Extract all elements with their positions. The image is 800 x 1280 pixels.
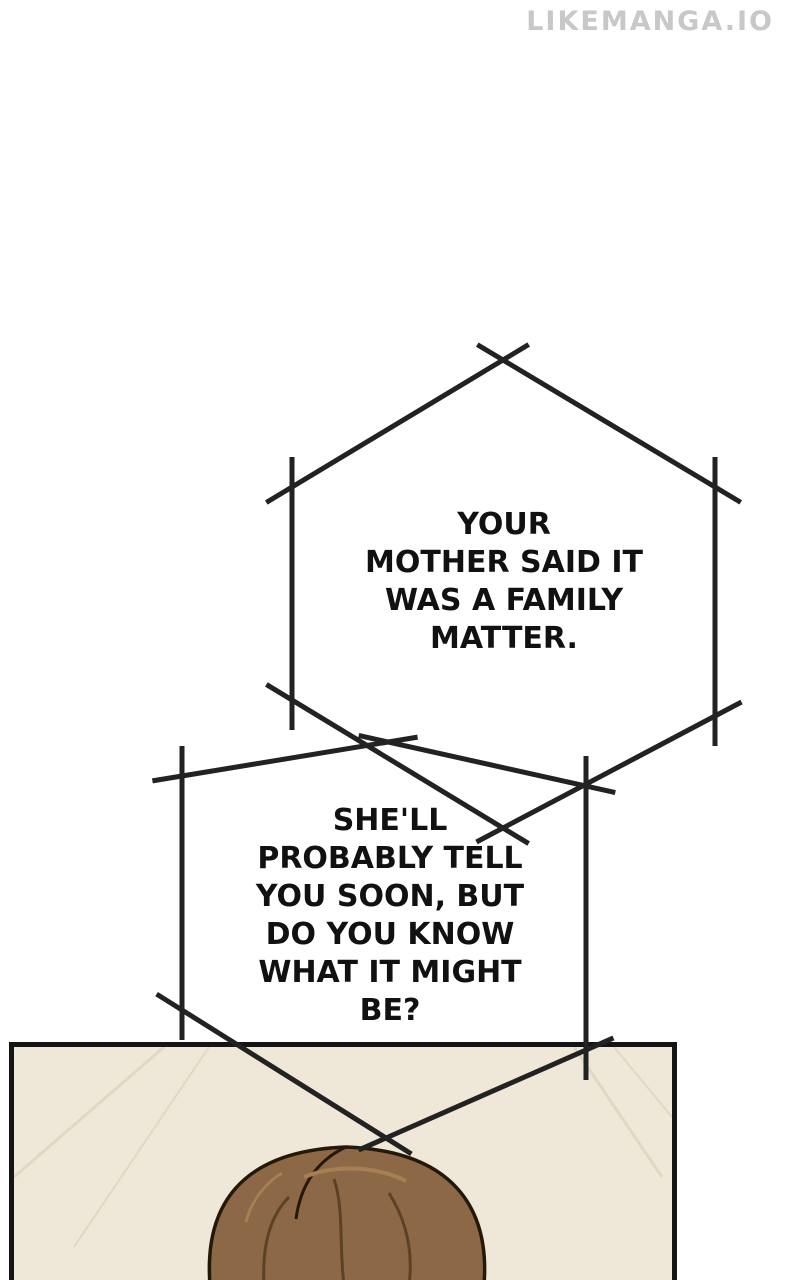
hair-strand <box>387 1192 412 1280</box>
wall-line <box>73 1047 210 1248</box>
site-watermark: LIKEMANGA.IO <box>526 6 774 37</box>
bubble-text-line: BE? <box>359 993 421 1028</box>
wall-line <box>613 1047 672 1118</box>
bubble-edge-line <box>358 733 616 795</box>
bubble-edge-line <box>265 342 530 505</box>
hair-highlight <box>303 1166 407 1183</box>
speech-bubble-2: SHE'LL PROBABLY TELL YOU SOON, BUT DO YO… <box>180 802 600 1030</box>
bubble-text-line: MOTHER SAID IT <box>365 545 643 580</box>
hair-highlight <box>244 1171 283 1223</box>
bubble-text-line: WHAT IT MIGHT <box>258 955 522 990</box>
hair-strand <box>262 1195 291 1280</box>
hair-strand <box>332 1178 345 1280</box>
speech-bubble-1: YOUR MOTHER SAID IT WAS A FAMILY MATTER. <box>294 506 714 658</box>
bubble-text-line: YOUR <box>457 507 551 542</box>
comic-panel <box>9 1042 677 1280</box>
wall-line <box>572 1047 664 1178</box>
panel-artwork <box>14 1047 672 1280</box>
bubble-text-line: SHE'LL <box>332 803 448 838</box>
bubble-text-line: PROBABLY TELL <box>257 841 523 876</box>
wall-line <box>14 1047 165 1179</box>
bubble-text-line: WAS A FAMILY <box>384 583 624 618</box>
bubble-text-line: DO YOU KNOW <box>265 917 515 952</box>
bubble-edge-line <box>475 342 743 505</box>
bubble-text-line: MATTER. <box>430 621 578 656</box>
bubble-text-line: YOU SOON, BUT <box>255 879 525 914</box>
bubble-edge-line <box>151 734 419 784</box>
